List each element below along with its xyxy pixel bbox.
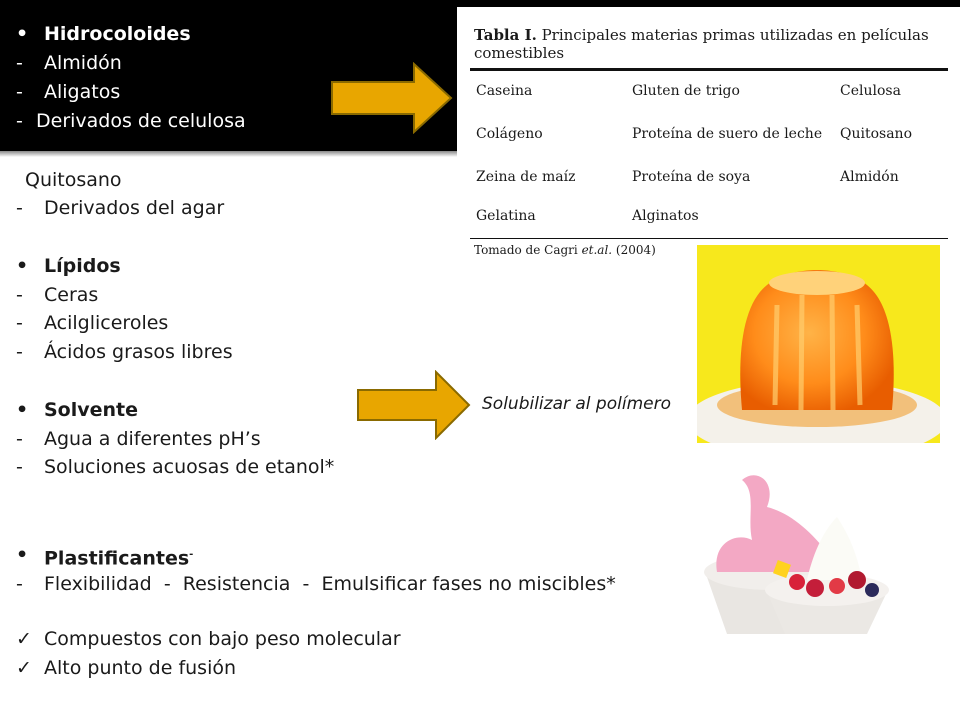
table-source: Tomado de Cagri et.al. (2004) xyxy=(474,243,656,257)
table-row: Gelatina Alginatos xyxy=(476,208,699,224)
table-row: Caseina Gluten de trigo Celulosa xyxy=(476,83,901,99)
dash-icon: - xyxy=(16,110,23,132)
dash-icon: - xyxy=(16,456,23,478)
dash-icon: - xyxy=(16,428,23,450)
checkmark-icon: ✓ xyxy=(16,657,32,679)
dash-icon: - xyxy=(16,52,23,74)
table-row: Zeina de maíz Proteína de soya Almidón xyxy=(476,169,899,185)
dash-icon: - xyxy=(16,81,23,103)
bullet-icon: • xyxy=(16,255,29,277)
band-shadow xyxy=(0,151,457,157)
dash-icon: - xyxy=(16,341,23,363)
bullet-icon: • xyxy=(16,544,29,566)
checkmark-icon: ✓ xyxy=(16,628,32,650)
table-row: Colágeno Proteína de suero de leche Quit… xyxy=(476,126,913,142)
frozen-yogurt-image xyxy=(697,462,893,636)
solvente-note: Solubilizar al polímero xyxy=(482,394,671,414)
table-rule xyxy=(470,68,948,71)
arrow-right-icon xyxy=(357,370,471,440)
table-rule xyxy=(470,238,948,239)
dash-icon: - xyxy=(16,573,23,595)
bullet-icon: • xyxy=(16,23,29,45)
dash-icon: - xyxy=(16,284,23,306)
header-band xyxy=(0,0,457,152)
materias-primas-table: Tabla I. Principales materias primas uti… xyxy=(470,26,948,257)
arrow-right-icon xyxy=(331,62,453,134)
dash-icon: - xyxy=(16,197,23,219)
bullet-icon: • xyxy=(16,399,29,421)
gelatin-image xyxy=(697,245,940,443)
table-title: Tabla I. Principales materias primas uti… xyxy=(474,26,929,62)
header-band-strip xyxy=(457,0,960,7)
dash-icon: - xyxy=(16,312,23,334)
list-item: Quitosano xyxy=(25,169,122,191)
